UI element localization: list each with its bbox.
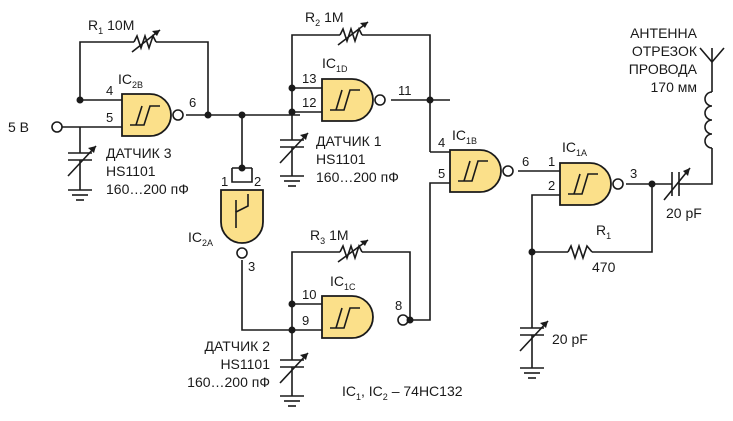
pin-label: 9 (302, 313, 309, 328)
pin-label: 6 (189, 95, 196, 110)
sensor3-name: ДАТЧИК 3 (106, 145, 172, 161)
sensor1-capacitor (279, 132, 309, 187)
supply-label: 5 В (8, 119, 29, 135)
antenna-line1: АНТЕННА (630, 25, 698, 41)
antenna (699, 47, 725, 149)
sensor2-capacitor (279, 352, 309, 407)
ic1b-label: IC1B (452, 127, 477, 146)
series-capacitor (663, 167, 691, 201)
pin-label: 2 (548, 178, 555, 193)
sensor3-capacitor (67, 145, 97, 201)
resistor-r2 (337, 21, 369, 46)
sensor1-part: HS1101 (316, 151, 366, 167)
pin-label: 5 (106, 110, 113, 125)
gate-ic1a (559, 162, 624, 206)
pin-label: 4 (106, 83, 113, 98)
pin-label: 10 (302, 287, 316, 302)
wires (62, 34, 713, 360)
sensor2-part: HS1101 (220, 356, 270, 372)
sensor2-name: ДАТЧИК 2 (204, 338, 270, 354)
resistor-r1-470 (567, 243, 593, 261)
sensor3-range: 160…200 пФ (106, 181, 189, 197)
gate-ic1d (321, 78, 386, 122)
r1b-label: R1 (596, 222, 611, 241)
supply-terminal (51, 121, 63, 133)
antenna-line4: 170 мм (651, 79, 698, 95)
sensor3-part: HS1101 (106, 163, 156, 179)
ic2a-label: IC2A (188, 229, 213, 248)
gate-ic2a (220, 189, 264, 259)
gate-ic1b (449, 149, 514, 193)
resistor-r3 (337, 239, 369, 263)
gate-ic2b (121, 93, 184, 137)
pin-label: 3 (248, 259, 255, 274)
pin-label: 4 (438, 135, 445, 150)
antenna-line2: ОТРЕЗОК (632, 43, 698, 59)
ground-cap-value: 20 pF (552, 331, 588, 347)
pin-label: 1 (221, 174, 228, 189)
ground-capacitor (519, 320, 549, 379)
pin-label: 13 (302, 71, 316, 86)
junctions (76, 84, 656, 334)
sensor1-name: ДАТЧИК 1 (316, 133, 382, 149)
pin-label: 12 (302, 95, 316, 110)
pin-label: 11 (398, 83, 412, 98)
pin-label: 6 (522, 154, 529, 169)
series-cap-value: 20 pF (666, 205, 702, 221)
pin-label: 2 (254, 174, 261, 189)
pin-label: 3 (630, 166, 637, 181)
pin-label: 1 (548, 154, 555, 169)
ic2b-label: IC2B (118, 71, 143, 90)
resistor-r1 (131, 29, 161, 53)
pin-label: 5 (438, 166, 445, 181)
pin-label: 8 (395, 298, 402, 313)
antenna-line3: ПРОВОДА (629, 61, 698, 77)
footnote: IC1, IC2 – 74HC132 (342, 383, 463, 402)
r1b-value: 470 (592, 259, 616, 275)
ic1a-label: IC1A (562, 139, 587, 158)
sensor1-range: 160…200 пФ (316, 169, 399, 185)
sensor2-range: 160…200 пФ (187, 374, 270, 390)
ic1d-label: IC1D (322, 55, 348, 74)
ic1c-label: IC1C (330, 273, 356, 292)
